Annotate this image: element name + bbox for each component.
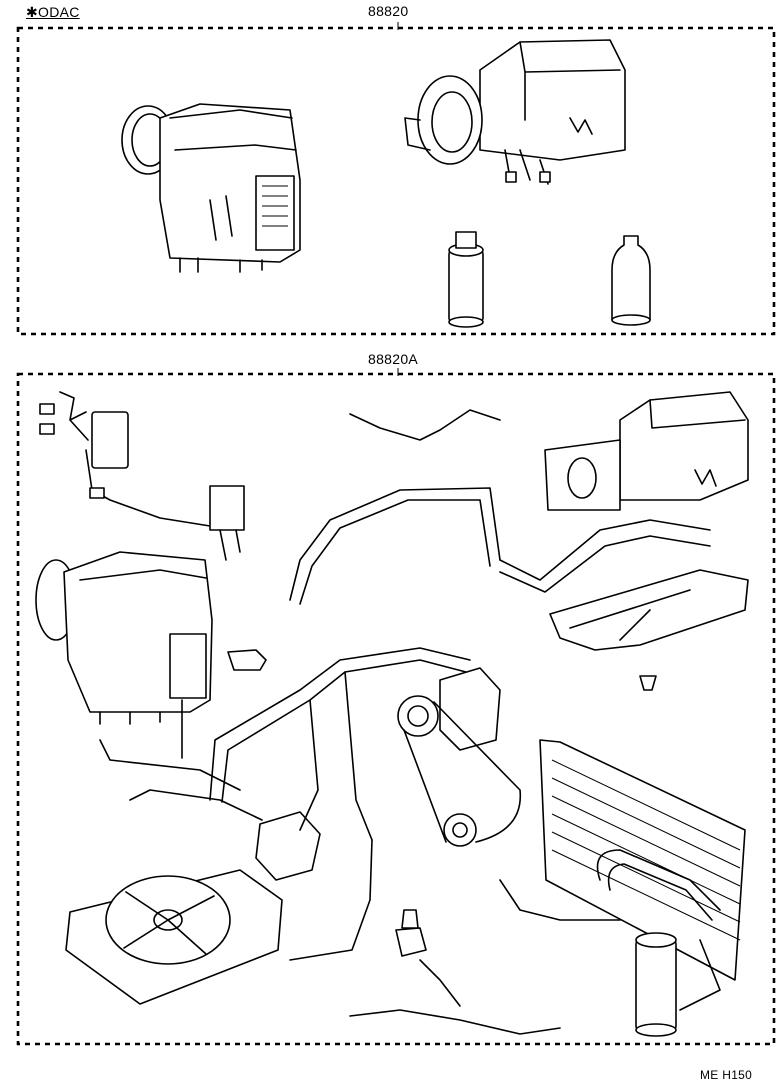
grommet-drawing — [227, 649, 267, 671]
receiver-lower-drawing — [635, 932, 677, 1037]
blower-unit-lower-drawing — [544, 391, 749, 511]
evaporator-unit-drawing — [35, 551, 213, 759]
solenoid-valve-drawing — [255, 811, 427, 957]
top-section-frame — [16, 22, 776, 336]
bolt-drawing — [639, 675, 657, 691]
odac-label: ✱ODAC — [26, 4, 80, 21]
top-part-number: 88820 — [368, 3, 409, 19]
bottom-part-number: 88820A — [368, 351, 419, 367]
bottle-drawing — [611, 235, 651, 326]
refrigerant-hoses — [99, 409, 721, 1035]
amplifier-harness-drawing — [39, 391, 245, 561]
compressor-drawing — [397, 667, 522, 847]
asterisk-icon: ✱ — [26, 4, 39, 20]
bracket-plate-drawing — [549, 569, 749, 651]
bottom-section-frame — [16, 368, 776, 1046]
odac-text: ODAC — [38, 4, 80, 20]
condenser-fan-drawing — [65, 869, 283, 1005]
figure-code: ME H150 — [700, 1068, 753, 1082]
blower-unit-drawing — [404, 39, 626, 185]
receiver-drier-drawing — [448, 231, 484, 328]
cooling-unit-drawing — [121, 103, 301, 273]
